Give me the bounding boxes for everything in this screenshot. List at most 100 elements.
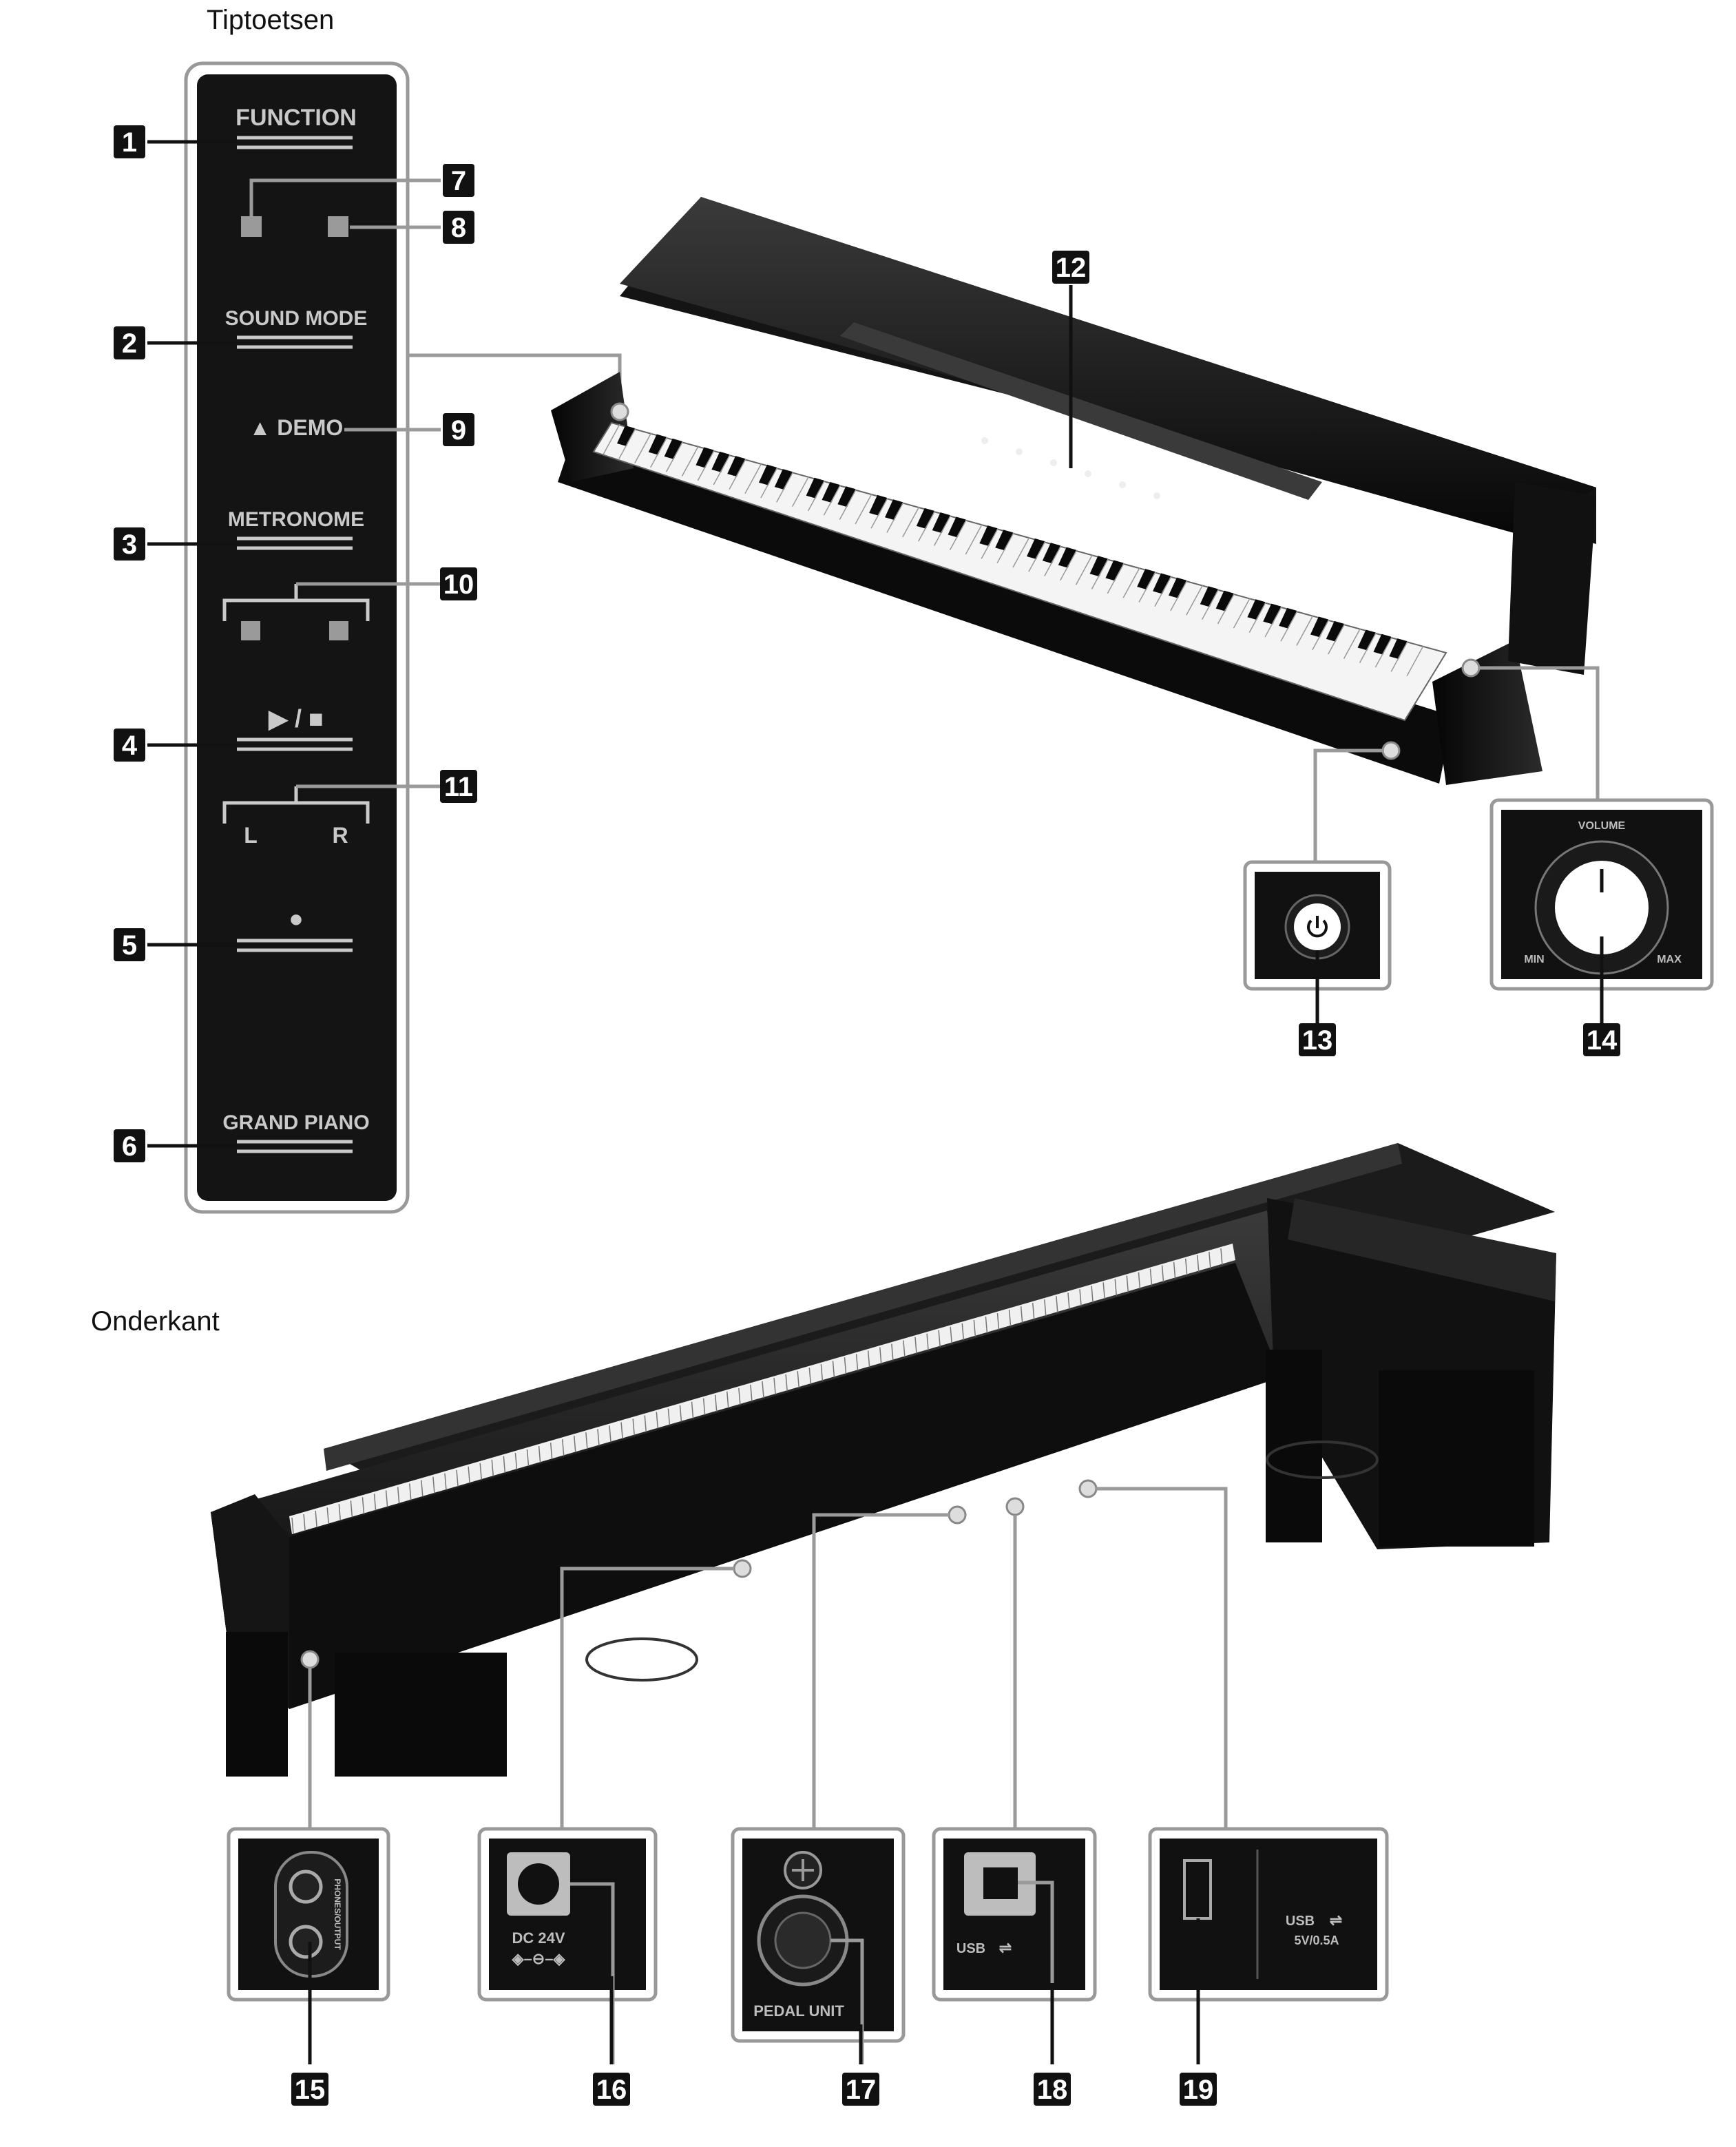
callout-number: 1 — [122, 127, 137, 158]
indicator-led-7 — [241, 216, 262, 237]
black-key — [664, 438, 682, 459]
callout-number: 14 — [1587, 1025, 1618, 1056]
usb-a-port[interactable] — [1183, 1859, 1212, 1920]
white-key-line — [933, 515, 952, 546]
black-key — [711, 451, 730, 472]
white-key-line — [713, 454, 731, 485]
black-key — [774, 469, 793, 490]
black-key — [806, 477, 824, 499]
key-edge-line — [1126, 1275, 1129, 1292]
black-key — [1089, 556, 1108, 577]
white-key-line — [1059, 549, 1078, 581]
callout-10: 10 — [440, 567, 477, 600]
play-stop-button[interactable]: ▶ / ■ — [237, 704, 353, 751]
function-button[interactable]: FUNCTION — [236, 105, 357, 149]
key-edge-line — [691, 1401, 694, 1418]
white-key-line — [902, 506, 920, 538]
key-edge-line — [679, 1405, 682, 1422]
key-edge-line — [996, 1312, 1000, 1330]
key-edge-line — [409, 1483, 412, 1500]
black-key — [979, 525, 998, 547]
key-edge-line — [1197, 1255, 1200, 1272]
callout-number: 18 — [1037, 2075, 1068, 2105]
key-edge-line — [903, 1340, 906, 1357]
white-key-line — [1154, 576, 1172, 607]
volume-min: MIN — [1524, 954, 1544, 965]
white-key-line — [649, 437, 668, 468]
key-edge-line — [503, 1456, 506, 1473]
white-key-line — [1359, 632, 1377, 664]
white-key-line — [1312, 619, 1330, 651]
sound-mode-button[interactable]: SOUND MODE — [225, 307, 368, 349]
grand-piano-button[interactable]: GRAND PIANO — [222, 1111, 370, 1153]
black-key — [617, 426, 635, 446]
callout-2: 2 — [114, 326, 145, 359]
white-key-line — [634, 432, 652, 463]
callout-1: 1 — [114, 125, 145, 158]
white-key-line — [697, 450, 715, 481]
white-key-line — [791, 476, 810, 507]
black-key — [932, 512, 950, 534]
metronome-label: METRONOME — [228, 508, 364, 531]
white-key-line — [1406, 645, 1424, 677]
black-key — [1247, 599, 1266, 620]
volume-knob-detail: VOLUME MIN MAX — [1489, 798, 1714, 991]
callout-4: 4 — [114, 729, 145, 762]
key-edge-line — [1091, 1286, 1094, 1303]
usb-b-location-dot — [1005, 1497, 1025, 1516]
volume-location-dot — [1461, 658, 1481, 678]
phones-location-dot — [300, 1650, 320, 1669]
white-key-line — [1374, 636, 1393, 668]
key-edge-line — [820, 1364, 824, 1381]
usb-a-detail: USB ⇌ 5V/0.5A — [1148, 1827, 1389, 2002]
record-button[interactable]: ● — [237, 904, 353, 952]
volume-knob[interactable] — [1555, 861, 1649, 954]
callout-number: 3 — [122, 530, 137, 560]
white-key-line — [1328, 623, 1346, 655]
black-key — [1326, 620, 1344, 642]
black-key — [1168, 577, 1186, 598]
key-edge-line — [1079, 1289, 1082, 1306]
white-key-line — [1233, 597, 1251, 629]
key-edge-line — [738, 1387, 741, 1405]
white-key-line — [870, 497, 888, 529]
white-key-line — [918, 510, 936, 542]
callout-9: 9 — [443, 413, 474, 446]
demo-label[interactable]: ▲ DEMO — [249, 415, 344, 440]
key-edge-line — [1020, 1306, 1023, 1323]
track-left-label[interactable]: L — [244, 823, 258, 848]
white-key-line — [1138, 572, 1156, 603]
track-right-label[interactable]: R — [332, 823, 348, 848]
usb-b-port[interactable] — [983, 1867, 1018, 1899]
dc-jack[interactable] — [518, 1863, 559, 1905]
metronome-led-left — [241, 621, 260, 640]
metronome-button[interactable]: METRONOME — [228, 508, 364, 550]
black-key — [885, 499, 903, 521]
black-key — [1357, 629, 1376, 651]
white-key-line — [855, 493, 872, 525]
white-key-line — [776, 472, 794, 503]
phones-jack-2[interactable] — [289, 1925, 323, 1959]
white-key-line — [729, 459, 746, 490]
black-key — [1058, 547, 1076, 568]
key-edge-line — [444, 1473, 447, 1490]
piano-top-view — [551, 197, 1596, 785]
piano-black-keys — [603, 423, 1424, 677]
phones-jack-1[interactable] — [289, 1870, 323, 1904]
key-edge-line — [1209, 1251, 1211, 1268]
key-edge-line — [350, 1500, 353, 1518]
white-key-line — [949, 519, 968, 551]
callout-19: 19 — [1180, 2073, 1217, 2106]
key-edge-line — [891, 1343, 894, 1361]
key-edge-line — [468, 1466, 470, 1483]
black-key — [1389, 638, 1408, 660]
key-edge-line — [338, 1504, 342, 1521]
white-key-line — [839, 489, 857, 520]
key-edge-line — [609, 1425, 611, 1443]
white-key-line — [1091, 558, 1109, 589]
black-key — [869, 494, 888, 516]
key-edge-line — [1161, 1265, 1164, 1282]
callout-5: 5 — [114, 928, 145, 961]
key-edge-line — [1056, 1296, 1058, 1313]
